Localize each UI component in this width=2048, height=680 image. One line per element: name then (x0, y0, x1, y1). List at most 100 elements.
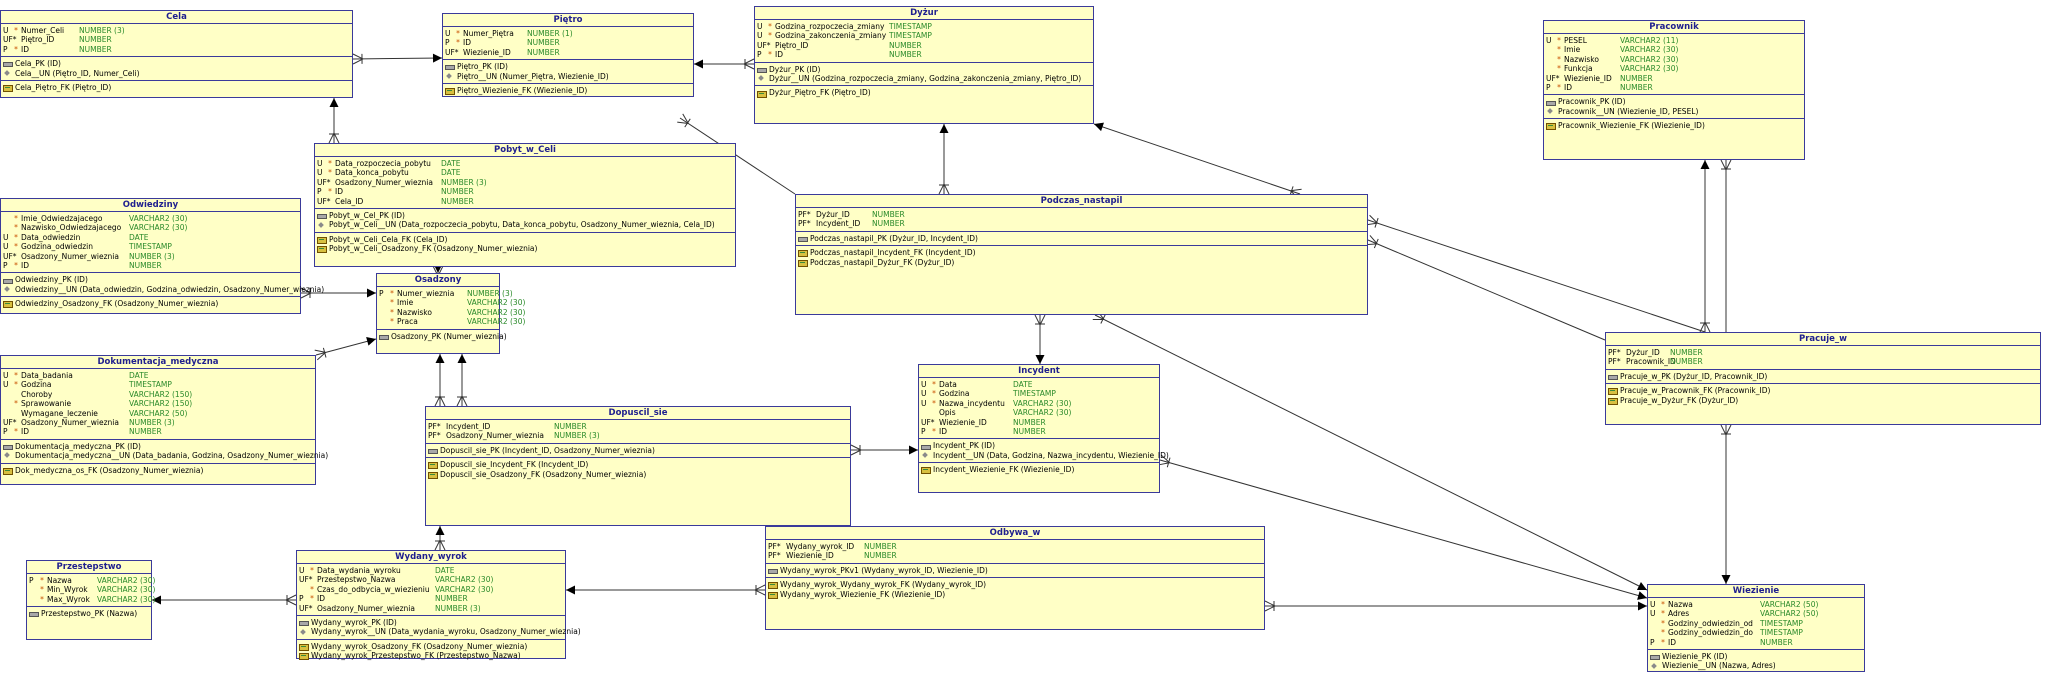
key-row[interactable]: Pracownik_PK (ID) (1544, 97, 1804, 106)
foreign-key-row[interactable]: Dyżur_Piętro_FK (Piętro_ID) (755, 88, 1093, 98)
foreign-key-row[interactable]: Cela_Piętro_FK (Piętro_ID) (1, 83, 352, 93)
key-row[interactable]: Wiezienie__UN (Nazwa, Adres) (1648, 661, 1864, 670)
key-row[interactable]: Pracownik__UN (Wiezienie_ID, PESEL) (1544, 107, 1804, 116)
foreign-key-row[interactable]: Pracownik_Wiezienie_FK (Wiezienie_ID) (1544, 121, 1804, 131)
key-row[interactable]: Dyżur_PK (ID) (755, 65, 1093, 74)
foreign-key-row[interactable]: Dopuscil_sie_Incydent_FK (Incydent_ID) (426, 460, 850, 470)
key-row[interactable]: Wydany_wyrok__UN (Data_wydania_wyroku, O… (297, 627, 581, 636)
key-row[interactable]: Piętro__UN (Numer_Piętra, Wiezienie_ID) (443, 72, 693, 81)
key-row[interactable]: Odwiedziny_PK (ID) (1, 275, 300, 284)
key-row[interactable]: Wydany_wyrok_PK (ID) (297, 618, 565, 627)
foreign-key-row[interactable]: Dopuscil_sie_Osadzony_FK (Osadzony_Numer… (426, 470, 850, 479)
key-row[interactable]: Odwiedziny__UN (Data_odwiedzin, Godzina_… (1, 285, 324, 294)
foreign-key-row[interactable]: Piętro_Wiezienie_FK (Wiezienie_ID) (443, 86, 693, 96)
foreign-key-row[interactable]: Podczas_nastapil_Dyżur_FK (Dyżur_ID) (796, 258, 1367, 267)
key-row[interactable]: Cela_PK (ID) (1, 59, 352, 68)
key-row[interactable]: Wiezienie_PK (ID) (1648, 652, 1864, 661)
key-row[interactable]: Wydany_wyrok_PKv1 (Wydany_wyrok_ID, Wiez… (766, 566, 1264, 575)
foreign-key-row[interactable]: Wydany_wyrok_Wiezienie_FK (Wiezienie_ID) (766, 590, 1264, 599)
key-row[interactable]: Pobyt_w_Cel_PK (ID) (315, 211, 735, 220)
key-row[interactable]: Podczas_nastapil_PK (Dyżur_ID, Incydent_… (796, 234, 1367, 243)
key-row[interactable]: Dopuscil_sie_PK (Incydent_ID, Osadzony_N… (426, 446, 850, 455)
key-row[interactable]: Piętro_PK (ID) (443, 62, 693, 71)
key-row[interactable]: Osadzony_PK (Numer_wieznia) (377, 332, 507, 341)
foreign-key-row[interactable]: Dok_medyczna_os_FK (Osadzony_Numer_wiezn… (1, 466, 315, 475)
key-row[interactable]: Dyżur__UN (Godzina_rozpoczecia_zmiany, G… (755, 74, 1093, 83)
foreign-key-row[interactable]: Pobyt_w_Celi_Cela_FK (Cela_ID) (315, 235, 735, 245)
foreign-key-row[interactable]: Pobyt_w_Celi_Osadzony_FK (Osadzony_Numer… (315, 244, 735, 254)
foreign-key-row[interactable]: Incydent_Wiezienie_FK (Wiezienie_ID) (919, 465, 1159, 475)
key-row[interactable]: Incydent_PK (ID) (919, 441, 1159, 450)
key-row[interactable]: Dokumentacja_medyczna__UN (Data_badania,… (1, 451, 328, 460)
key-row[interactable]: Pracuje_w_PK (Dyżur_ID, Pracownik_ID) (1606, 372, 2040, 381)
key-row[interactable]: Przestepstwo_PK (Nazwa) (27, 609, 151, 618)
